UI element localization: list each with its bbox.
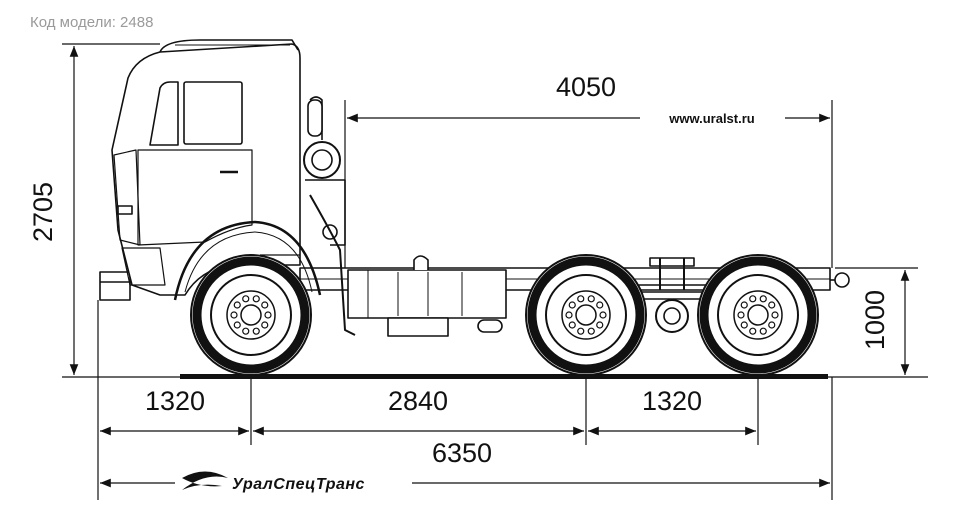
wheels	[190, 254, 819, 376]
height-label: 2705	[28, 182, 58, 242]
air-intake-pipe	[309, 96, 323, 140]
logo-swoosh-icon	[182, 471, 228, 490]
battery-box	[387, 317, 449, 337]
fuel-tank	[347, 269, 507, 319]
cab-windshield	[149, 81, 179, 146]
model-code-caption: Код модели: 2488	[30, 14, 154, 31]
cab-side-window	[183, 81, 243, 145]
cab-roof-deflector	[159, 39, 299, 53]
wheelbase-front-label: 2840	[388, 386, 448, 416]
website-url: www.uralst.ru	[668, 111, 755, 126]
frame-length-label: 4050	[556, 72, 616, 102]
rear-suspension	[620, 257, 745, 333]
wheelbase-rear-label: 1320	[642, 386, 702, 416]
rear-wheel	[697, 254, 819, 376]
middle-wheel	[525, 254, 647, 376]
company-logo: УралСпецТранс	[182, 471, 365, 493]
front-overhang-label: 1320	[145, 386, 205, 416]
frame-height-label: 1000	[860, 290, 890, 350]
front-bumper	[99, 271, 131, 301]
tow-hook	[834, 272, 850, 288]
front-wheel	[190, 254, 312, 376]
total-length-label: 6350	[432, 438, 492, 468]
air-filter	[303, 141, 341, 179]
ground-shadow	[180, 374, 828, 379]
headlight	[117, 205, 133, 215]
dimension-lines	[62, 43, 918, 500]
front-wheel-arch	[173, 220, 322, 301]
logo-text: УралСпецТранс	[232, 476, 365, 493]
